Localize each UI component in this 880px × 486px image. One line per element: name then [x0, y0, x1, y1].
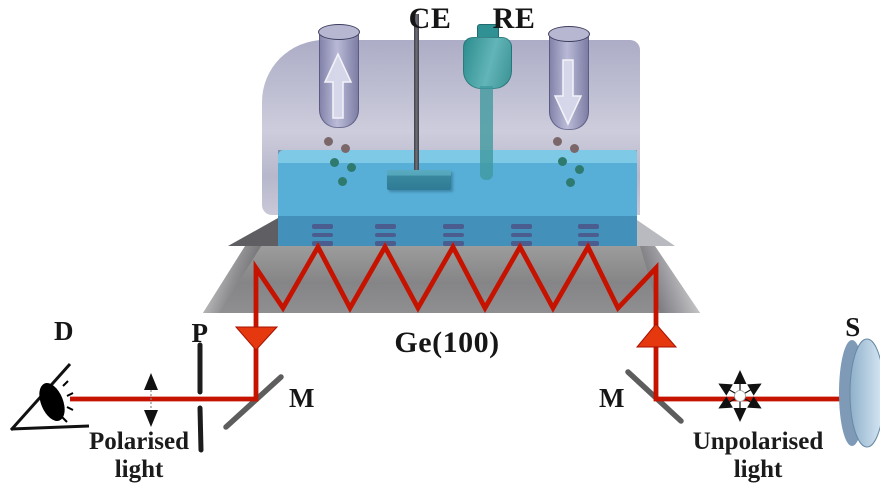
label-source: S — [845, 312, 861, 342]
label-mirror-left: M — [289, 383, 315, 413]
electrolyte-surface — [278, 150, 637, 163]
flow-down-arrow-icon — [553, 59, 583, 126]
outlet-tube-opening — [548, 26, 590, 42]
bubble — [324, 137, 333, 146]
bubble — [558, 157, 567, 166]
contact-dash — [311, 232, 333, 237]
detector-eye-icon — [9, 363, 90, 431]
label-polarizer: P — [191, 318, 209, 348]
ir-beam-path — [70, 241, 846, 402]
contact-dash — [374, 232, 396, 237]
bubble — [347, 163, 356, 172]
caption-polarised-line2: light — [114, 455, 164, 483]
contact-dash — [311, 241, 333, 246]
bubble — [338, 177, 347, 186]
contact-dash — [510, 224, 532, 229]
bubble — [570, 144, 579, 153]
contact-dash — [374, 224, 396, 229]
bubble — [566, 178, 575, 187]
inlet-tube-opening — [318, 24, 360, 40]
contact-dash — [442, 224, 464, 229]
caption-unpolarised-line1: Unpolarised — [692, 428, 824, 455]
contact-dash — [577, 232, 599, 237]
counter-electrode-plate — [387, 170, 451, 190]
contact-dash — [311, 224, 333, 229]
label-counter-electrode: CE — [408, 2, 452, 35]
bubble — [553, 137, 562, 146]
bubble — [341, 144, 350, 153]
contact-dash — [442, 232, 464, 237]
reference-electrode-body — [463, 37, 512, 89]
unpolarised-light-icon — [718, 370, 762, 422]
label-reference-electrode: RE — [492, 2, 536, 35]
caption-polarised-light: Polarised light — [78, 428, 200, 483]
mirror-left — [223, 374, 284, 430]
contact-dash — [510, 241, 532, 246]
beam-exit-arrow-icon — [234, 326, 279, 351]
polarizer-bar-bottom — [197, 405, 204, 453]
label-crystal: Ge(100) — [394, 326, 500, 359]
electrolyte-liquid — [278, 150, 637, 246]
polarised-light-icon — [144, 373, 158, 427]
caption-unpolarised-line2: light — [733, 455, 783, 483]
contact-dash — [510, 232, 532, 237]
label-mirror-right: M — [599, 383, 625, 413]
contact-dash — [577, 224, 599, 229]
bubble — [575, 165, 584, 174]
flow-up-arrow-icon — [323, 52, 353, 119]
bubble — [330, 158, 339, 167]
reference-electrode-stem — [480, 86, 493, 180]
label-detector: D — [54, 316, 74, 346]
counter-electrode-rod — [414, 14, 419, 172]
ir-source-disc — [839, 338, 880, 448]
beam-entry-arrow-icon — [635, 323, 678, 348]
caption-polarised-line1: Polarised — [89, 428, 189, 455]
caption-unpolarised-light: Unpolarised light — [678, 428, 838, 483]
